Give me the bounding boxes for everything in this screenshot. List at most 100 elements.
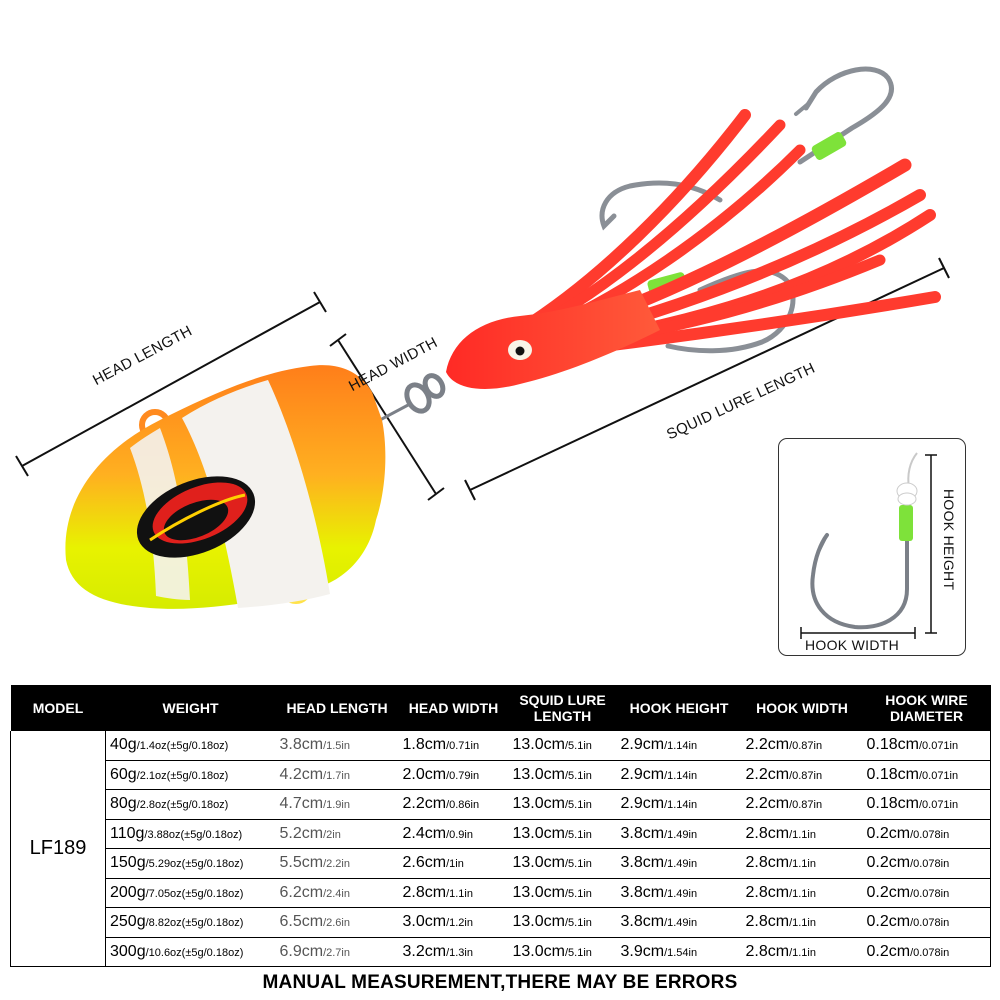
cell-value: 2.4cm bbox=[402, 824, 447, 842]
cell-squid-lure-length: 13.0cm/5.1in bbox=[508, 819, 617, 849]
cell-value: 2.8cm bbox=[402, 883, 447, 901]
cell-unit: /5.1in bbox=[564, 887, 592, 900]
cell-head-length: 4.2cm/1.7in bbox=[275, 760, 399, 790]
cell-hook-wire-diameter: 0.2cm/0.078in bbox=[862, 907, 991, 938]
cell-value: 13.0cm bbox=[512, 765, 565, 783]
cell-unit: /1.14in bbox=[664, 769, 698, 782]
cell-hook-width: 2.2cm/0.87in bbox=[741, 789, 863, 820]
cell-hook-width: 2.8cm/1.1in bbox=[741, 819, 863, 849]
cell-unit: /5.1in bbox=[564, 769, 592, 782]
cell-unit: /1.49in bbox=[664, 887, 698, 900]
cell-unit: /2.4in bbox=[323, 887, 350, 900]
cell-value: 2.0cm bbox=[402, 765, 447, 783]
cell-weight: 200g/7.05oz(±5g/0.18oz) bbox=[105, 878, 276, 908]
cell-squid-lure-length: 13.0cm/5.1in bbox=[508, 731, 617, 761]
cell-hook-wire-diameter: 0.2cm/0.078in bbox=[862, 848, 991, 879]
cell-unit: /1.14in bbox=[664, 799, 698, 812]
cell-value: 300g bbox=[110, 942, 146, 960]
cell-value: 2.8cm bbox=[745, 913, 790, 931]
cell-hook-wire-diameter: 0.18cm/0.071in bbox=[862, 731, 991, 761]
cell-hook-height: 2.9cm/1.14in bbox=[616, 760, 742, 790]
cell-value: 0.18cm bbox=[866, 765, 919, 783]
cell-unit: /8.82oz(±5g/0.18oz) bbox=[145, 917, 244, 930]
cell-unit: /1.14in bbox=[664, 740, 698, 753]
cell-value: 0.2cm bbox=[866, 913, 911, 931]
squid-body bbox=[446, 290, 660, 389]
cell-value: 40g bbox=[110, 736, 137, 754]
hook-tube bbox=[811, 132, 847, 160]
cell-value: 60g bbox=[110, 765, 137, 783]
cell-squid-lure-length: 13.0cm/5.1in bbox=[508, 937, 617, 967]
cell-unit: /2in bbox=[323, 828, 341, 841]
cell-value: 13.0cm bbox=[512, 913, 565, 931]
cell-value: 2.8cm bbox=[745, 854, 790, 872]
cell-value: 2.9cm bbox=[620, 736, 665, 754]
cell-weight: 250g/8.82oz(±5g/0.18oz) bbox=[105, 907, 276, 938]
squid-pupil bbox=[515, 346, 525, 356]
cell-head-width: 3.2cm/1.3in bbox=[398, 937, 509, 967]
cell-unit: /2.6in bbox=[323, 917, 350, 930]
cell-head-length: 6.5cm/2.6in bbox=[275, 907, 399, 938]
cell-head-length: 4.7cm/1.9in bbox=[275, 789, 399, 820]
cell-hook-width: 2.8cm/1.1in bbox=[741, 907, 863, 938]
cell-unit: /0.078in bbox=[910, 917, 950, 930]
cell-unit: /0.87in bbox=[789, 769, 823, 782]
cell-hook-wire-diameter: 0.18cm/0.071in bbox=[862, 760, 991, 790]
header-hook-height: HOOK HEIGHT bbox=[616, 685, 742, 731]
cell-value: 0.2cm bbox=[866, 883, 911, 901]
cell-hook-height: 3.8cm/1.49in bbox=[616, 907, 742, 938]
cell-value: 2.2cm bbox=[745, 736, 790, 754]
cell-unit: /0.87in bbox=[789, 799, 823, 812]
cell-unit: /5.1in bbox=[564, 858, 592, 871]
cell-unit: /0.87in bbox=[789, 740, 823, 753]
cell-value: 0.2cm bbox=[866, 824, 911, 842]
cell-hook-width: 2.8cm/1.1in bbox=[741, 848, 863, 879]
cell-value: 2.2cm bbox=[745, 795, 790, 813]
cell-squid-lure-length: 13.0cm/5.1in bbox=[508, 907, 617, 938]
cell-unit: /0.071in bbox=[918, 769, 959, 782]
cell-value: 2.6cm bbox=[402, 854, 447, 872]
cell-unit: /1.49in bbox=[664, 858, 698, 871]
cell-hook-height: 3.8cm/1.49in bbox=[616, 848, 742, 879]
cell-value: 0.2cm bbox=[866, 942, 911, 960]
cell-weight: 110g/3.88oz(±5g/0.18oz) bbox=[105, 819, 276, 849]
cell-unit: /2.2in bbox=[323, 858, 350, 871]
cell-unit: /2.7in bbox=[323, 946, 350, 959]
cell-value: 200g bbox=[110, 883, 146, 901]
cell-value: 5.2cm bbox=[279, 824, 324, 842]
hook-width-label: HOOK WIDTH bbox=[805, 637, 899, 653]
cell-value: 3.9cm bbox=[620, 942, 665, 960]
hook-detail-illustration bbox=[800, 452, 937, 639]
cell-squid-lure-length: 13.0cm/5.1in bbox=[508, 760, 617, 790]
cell-unit: /1.1in bbox=[789, 887, 816, 900]
cell-unit: /5.1in bbox=[564, 740, 592, 753]
header-weight: WEIGHT bbox=[105, 685, 276, 731]
cell-unit: /5.1in bbox=[564, 946, 592, 959]
hook-height-label: HOOK HEIGHT bbox=[941, 489, 957, 591]
cell-unit: /0.86in bbox=[446, 799, 480, 812]
cell-unit: /5.1in bbox=[564, 828, 592, 841]
cell-head-length: 5.5cm/2.2in bbox=[275, 848, 399, 879]
cell-unit: /1.4oz(±5g/0.18oz) bbox=[136, 740, 229, 753]
cell-unit: /1.1in bbox=[446, 887, 473, 900]
cell-unit: /1.1in bbox=[789, 946, 816, 959]
cell-value: 6.5cm bbox=[279, 913, 324, 931]
cell-unit: /0.071in bbox=[918, 740, 959, 753]
cell-unit: /1.49in bbox=[664, 828, 698, 841]
cell-unit: /1.7in bbox=[323, 769, 350, 782]
cell-weight: 80g/2.8oz(±5g/0.18oz) bbox=[105, 789, 276, 820]
cell-unit: /1.49in bbox=[664, 917, 698, 930]
cell-head-width: 2.6cm/1in bbox=[398, 848, 509, 879]
header-hook-width: HOOK WIDTH bbox=[741, 685, 863, 731]
cell-unit: /2.1oz(±5g/0.18oz) bbox=[136, 769, 229, 782]
cell-value: 2.2cm bbox=[402, 795, 447, 813]
spec-table: MODEL WEIGHT HEAD LENGTH HEAD WIDTH SQUI… bbox=[10, 685, 991, 967]
cell-head-width: 2.0cm/0.79in bbox=[398, 760, 509, 790]
header-hook-wire-diameter: HOOK WIRE DIAMETER bbox=[862, 685, 991, 731]
cell-value: 3.8cm bbox=[620, 824, 665, 842]
cell-head-length: 6.9cm/2.7in bbox=[275, 937, 399, 967]
cell-unit: /2.8oz(±5g/0.18oz) bbox=[136, 799, 229, 812]
cell-unit: /7.05oz(±5g/0.18oz) bbox=[145, 887, 244, 900]
